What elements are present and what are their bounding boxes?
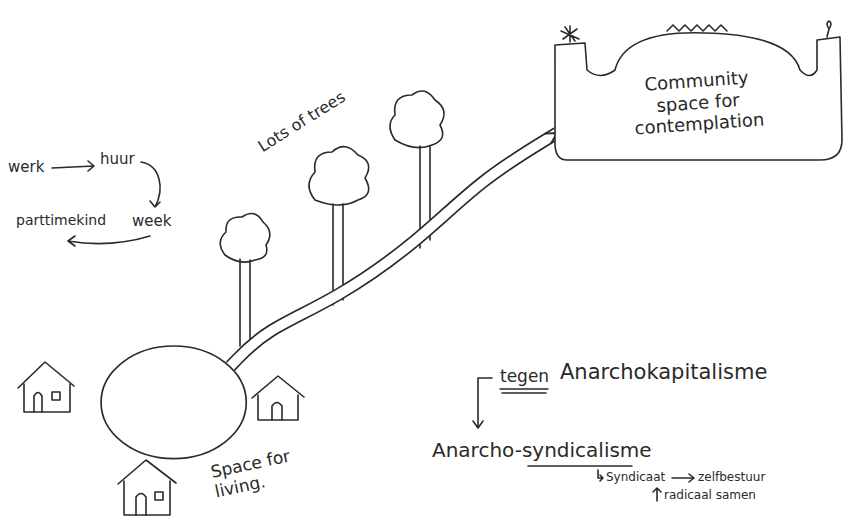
house-door: [34, 393, 42, 413]
house-wall: [124, 481, 170, 515]
theory-note: Anarchokapitalisme: [560, 360, 767, 385]
house-roof: [18, 362, 74, 388]
house-right: [252, 376, 304, 420]
note-word: Syndicaat: [606, 470, 665, 484]
house-bottom: [118, 460, 176, 515]
underline: [528, 465, 632, 467]
tree-crown: [390, 91, 444, 148]
oval-outline: [101, 346, 246, 459]
living-space-oval: Space for living.: [100, 340, 321, 521]
arrow-line: [473, 378, 492, 428]
house-roof: [118, 460, 176, 484]
tree-crown: [309, 147, 369, 205]
house-wall: [258, 395, 298, 420]
node-text: Community space for contemplation: [616, 64, 780, 140]
arrow-line: [52, 161, 94, 171]
road-edge: [230, 133, 557, 366]
arrow-line: [672, 474, 694, 482]
house-door: [272, 403, 282, 421]
castle-outline: [555, 33, 842, 160]
arrow-line: [653, 488, 661, 501]
road-surface: [230, 133, 557, 366]
house-left: [18, 362, 74, 412]
note-word: huur: [100, 150, 135, 168]
arrow-line: [141, 162, 160, 207]
tree-one: [220, 213, 270, 346]
house-door: [136, 494, 146, 516]
note-word: week: [132, 212, 171, 230]
note-word: radicaal samen: [664, 488, 756, 502]
trees-note: Lots of trees: [254, 87, 348, 156]
tree-trunk: [240, 259, 250, 346]
house-window: [52, 392, 60, 400]
note-word: zelfbestuur: [698, 470, 765, 484]
castle-decoration: [561, 21, 831, 42]
arrow-line: [598, 470, 603, 481]
oval-group: [101, 346, 246, 459]
theory-note: Anarcho-syndicalisme: [432, 438, 652, 462]
house-roof: [252, 376, 304, 398]
note-word: werk: [8, 158, 44, 176]
note-word: parttimekind: [16, 212, 106, 229]
note-arrows: [52, 161, 160, 246]
community-castle: Community space for contemplation: [555, 25, 845, 165]
arrow-line: [68, 236, 150, 246]
note-word: tegen: [500, 366, 549, 386]
node-text: Space for living.: [209, 443, 310, 503]
winding-road: [230, 133, 557, 366]
castle-group: [555, 21, 842, 160]
double-underline: [500, 389, 548, 393]
tree-crown: [220, 213, 270, 262]
house-window: [155, 492, 163, 500]
oval-outline: [100, 340, 321, 521]
house-wall: [24, 384, 70, 412]
